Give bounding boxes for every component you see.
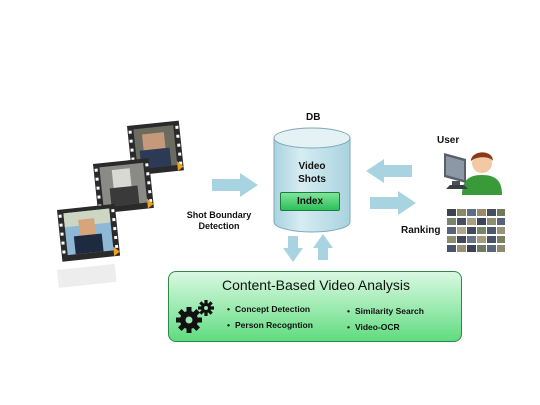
shot-boundary-detection-label: Shot Boundary Detection [186, 210, 252, 231]
db-label: DB [306, 112, 321, 123]
ranking-label: Ranking [401, 225, 441, 236]
arrow-analysis-to-db [313, 234, 333, 260]
video-shots-label: Video Shots [298, 161, 326, 185]
analysis-item-concept-detection: •Concept Detection [227, 304, 311, 314]
arrow-db-to-analysis [283, 236, 303, 262]
video-shot-filmstrips [55, 118, 195, 298]
arrow-shots-to-db [212, 173, 258, 197]
analysis-item-similarity-search: •Similarity Search [347, 306, 424, 316]
gears-icon [175, 296, 217, 336]
filmstrip-icon [57, 120, 184, 288]
analysis-item-video-ocr: •Video-OCR [347, 322, 400, 332]
ranking-thumbnail-grid-icon [446, 208, 506, 258]
user-label: User [437, 135, 460, 146]
arrow-db-to-ranking [370, 191, 416, 215]
analysis-item-person-recognition: •Person Recogntion [227, 320, 313, 330]
arrow-user-to-db [366, 159, 412, 183]
content-based-video-analysis-box: Content-Based Video Analysis [168, 271, 462, 342]
index-box: Index [280, 192, 340, 211]
analysis-title: Content-Based Video Analysis [221, 277, 411, 293]
user-at-computer-icon [440, 137, 504, 195]
